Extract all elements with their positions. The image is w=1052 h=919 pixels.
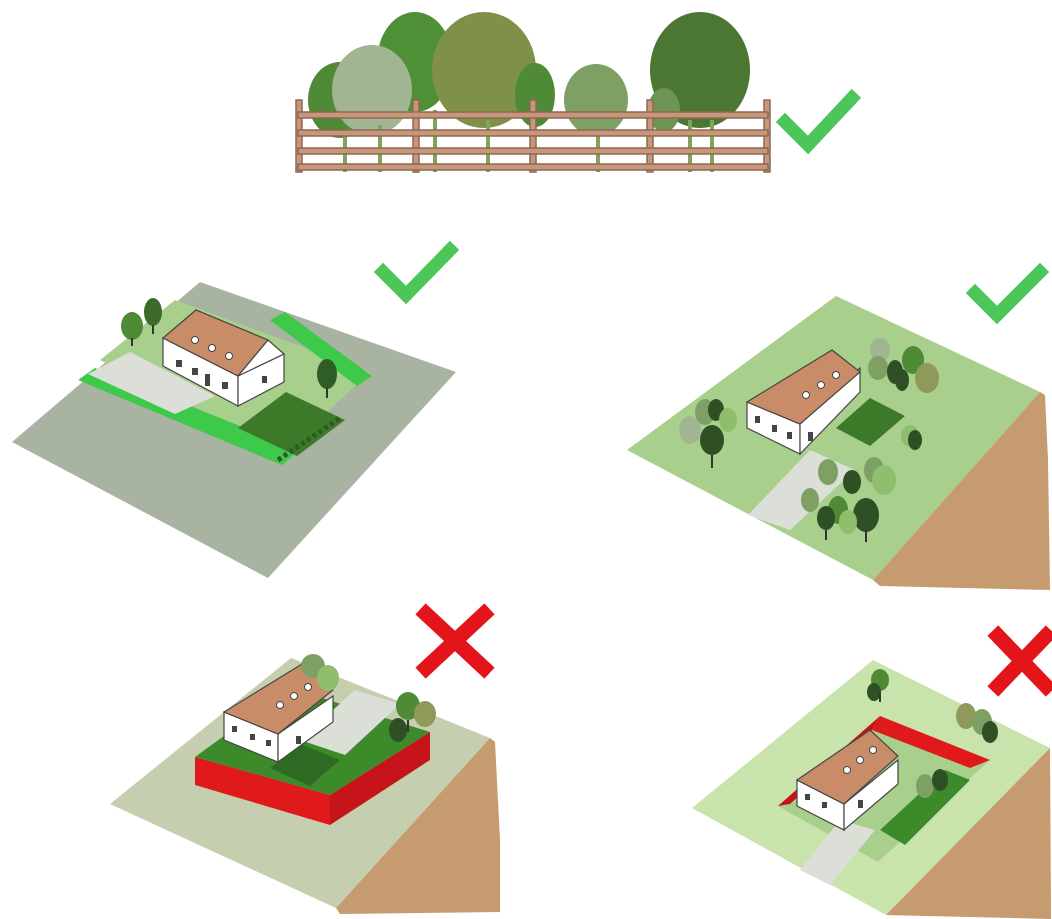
panel-sloped-plot bbox=[627, 272, 1050, 590]
panel-flat-plot bbox=[12, 250, 456, 578]
cross-icon bbox=[426, 614, 484, 668]
checkmark-icon bbox=[785, 98, 852, 145]
panel-raised-platform bbox=[110, 614, 500, 914]
checkmark-icon bbox=[975, 272, 1040, 315]
panel-dug-in-platform bbox=[692, 636, 1051, 919]
checkmark-icon bbox=[383, 250, 450, 295]
cross-icon bbox=[998, 636, 1046, 686]
panel-fence-hedge bbox=[296, 12, 852, 172]
